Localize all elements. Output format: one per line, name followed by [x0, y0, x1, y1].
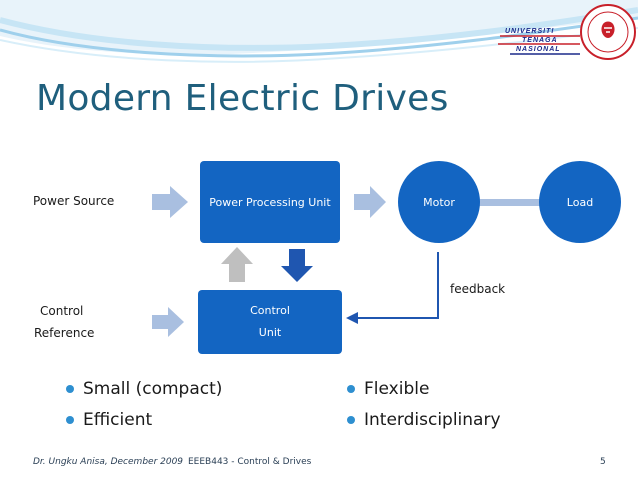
- control-unit-block: Control Unit: [198, 290, 342, 354]
- bullet-dot-icon: [347, 416, 355, 424]
- block-arrow-down-icon: [281, 249, 313, 282]
- power-processing-unit-block: Power Processing Unit: [200, 161, 340, 243]
- control-reference-label-line2: Reference: [34, 326, 95, 340]
- control-reference-label-line1: Control: [40, 304, 84, 318]
- list-item: Efficient: [66, 405, 222, 436]
- feedback-arrowhead-icon: [346, 312, 358, 324]
- block-arrow-right-icon: [354, 186, 386, 218]
- block-arrow-right-icon: [152, 186, 188, 218]
- bullet-dot-icon: [66, 416, 74, 424]
- feedback-line: [356, 252, 439, 319]
- list-item: Small (compact): [66, 374, 222, 405]
- list-item: Flexible: [347, 374, 501, 405]
- footer-page-number: 5: [600, 457, 606, 467]
- footer-author: Dr. Ungku Anisa, December 2009: [33, 457, 184, 467]
- logo-text-line2: TENAGA: [522, 37, 558, 44]
- logo-text-line1: UNIVERSITI: [505, 28, 555, 35]
- shaft-connector: [460, 199, 540, 206]
- load-block: Load: [539, 161, 621, 243]
- logo-stripes: [498, 35, 580, 55]
- university-seal-icon: [580, 4, 636, 60]
- feedback-label: feedback: [450, 282, 506, 296]
- control-unit-label-line1: Control: [250, 304, 290, 317]
- block-arrow-right-icon: [152, 307, 184, 337]
- logo-text-line3: NASIONAL: [516, 46, 561, 53]
- block-arrow-up-icon: [221, 247, 253, 282]
- slide-title: Modern Electric Drives: [36, 78, 449, 119]
- motor-block: Motor: [398, 161, 480, 243]
- bullet-list-left: Small (compact) Efficient: [66, 374, 222, 436]
- bullet-dot-icon: [347, 385, 355, 393]
- header-waves-decoration: [0, 0, 638, 63]
- footer-course: EEEB443 - Control & Drives: [188, 457, 312, 467]
- bullet-dot-icon: [66, 385, 74, 393]
- power-source-label: Power Source: [33, 194, 115, 208]
- bullet-list-right: Flexible Interdisciplinary: [347, 374, 501, 436]
- control-unit-label-line2: Unit: [258, 326, 282, 339]
- list-item: Interdisciplinary: [347, 405, 501, 436]
